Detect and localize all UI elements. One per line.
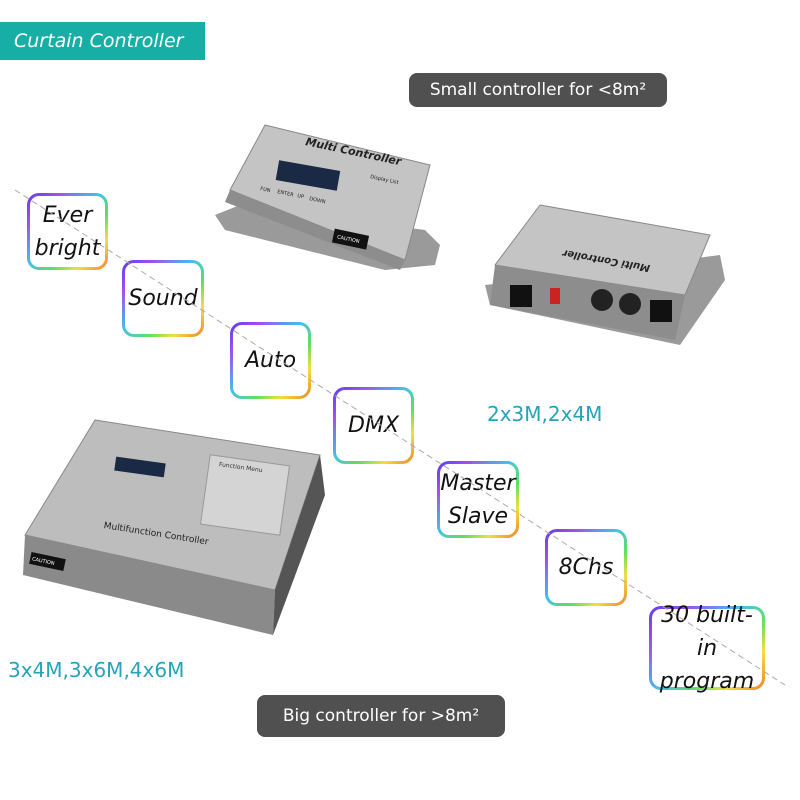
feature-badge-dmx: DMX bbox=[333, 387, 414, 464]
feature-badge-30-programs: 30 built-in program bbox=[649, 603, 765, 694]
feature-badge-master-slave: Master Slave bbox=[437, 461, 519, 538]
panel-label: Display List bbox=[370, 174, 399, 186]
small-controller-image-front: Multi Controller FUN ENTER UP DOWN Displ… bbox=[215, 124, 440, 270]
feature-badge-8chs: 8Chs bbox=[545, 529, 627, 606]
feature-badge-ever-bright: Ever bright bbox=[27, 193, 108, 270]
feature-badge-sound: Sound bbox=[122, 260, 204, 337]
title-banner: Curtain Controller bbox=[0, 22, 205, 60]
big-controller-label: Big controller for >8m² bbox=[257, 695, 505, 737]
big-controller-sizes: 3x4M,3x6M,4x6M bbox=[8, 658, 185, 682]
feature-badge-auto: Auto bbox=[230, 322, 311, 399]
small-controller-sizes: 2x3M,2x4M bbox=[487, 402, 603, 426]
small-controller-image-back: Multi Controller bbox=[485, 204, 725, 345]
big-controller-image: Function Menu Multifunction Controller C… bbox=[23, 419, 325, 635]
small-controller-label: Small controller for <8m² bbox=[409, 73, 667, 107]
